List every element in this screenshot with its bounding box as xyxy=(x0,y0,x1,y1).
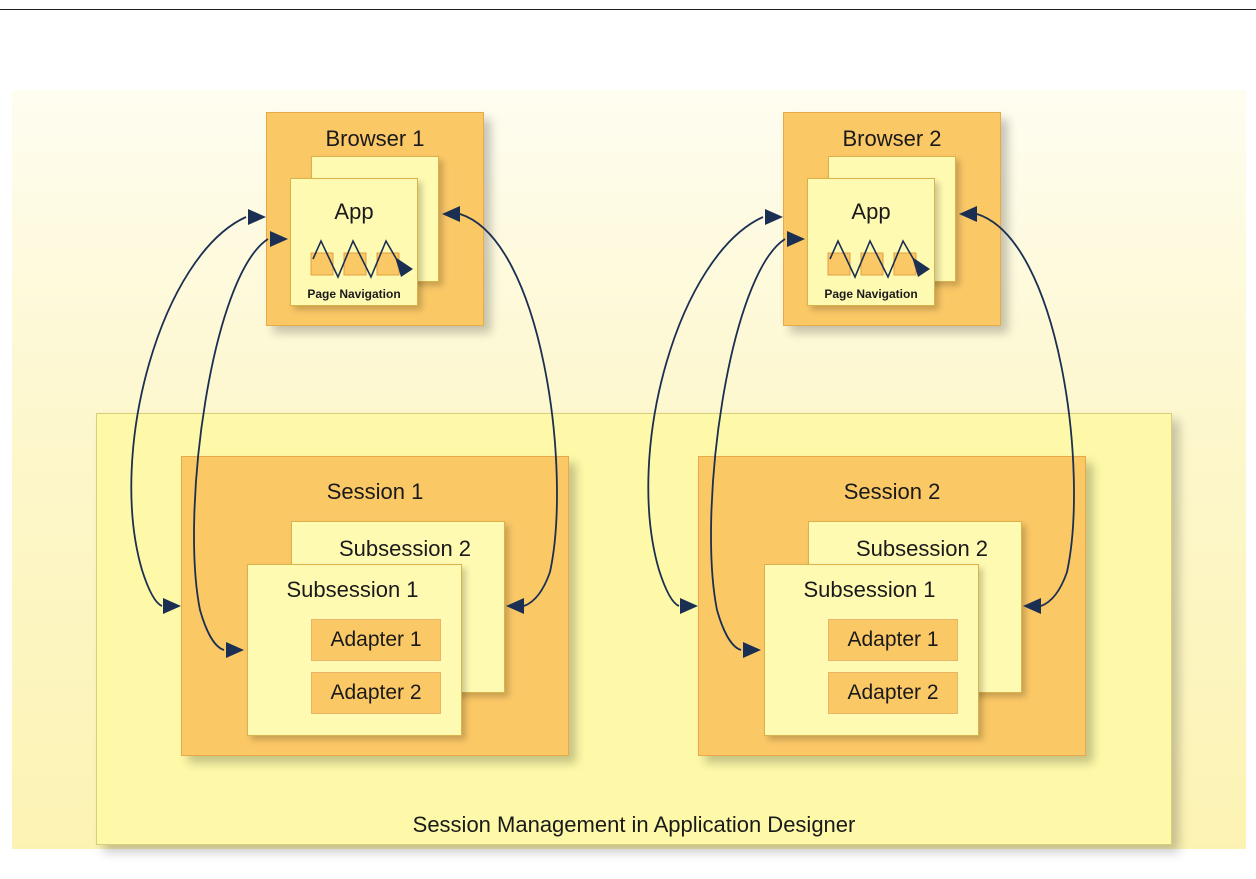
session-2-subsession-front-title: Subsession 1 xyxy=(803,577,936,602)
session-2-adapter-2: Adapter 2 xyxy=(828,672,958,714)
browser-2: Browser 2 App Page Navigation xyxy=(783,112,1001,326)
arrowhead-icon xyxy=(680,598,698,614)
arrowhead-icon xyxy=(743,642,761,658)
page-navigation-icon xyxy=(827,239,930,279)
session-2-subsession-back-title: Subsession 2 xyxy=(855,536,989,561)
arrowhead-icon xyxy=(765,209,783,225)
navigation-zigzag xyxy=(312,239,402,279)
arrow-browser1-subsession-left xyxy=(193,238,269,651)
arrow-browser1-session1-right xyxy=(459,213,558,607)
browser-2-app-label: App xyxy=(851,199,891,224)
arrowhead-icon xyxy=(787,231,805,247)
arrow-browser1-session1-left xyxy=(130,216,247,607)
navigation-arrowhead-icon xyxy=(912,257,930,277)
session-1-adapter-2: Adapter 2 xyxy=(311,672,441,714)
diagram-canvas: Session Management in Application Design… xyxy=(12,90,1246,849)
page-icon xyxy=(310,252,334,276)
session-1-title: Session 1 xyxy=(326,479,424,504)
session-1-adapter-1: Adapter 1 xyxy=(311,619,441,661)
arrowhead-icon xyxy=(270,231,288,247)
browser-1-app: App Page Navigation xyxy=(290,178,418,306)
arrowhead-icon xyxy=(248,209,266,225)
session-2-adapter-1-label: Adapter 1 xyxy=(847,628,939,651)
browser-1: Browser 1 App Page Navigation xyxy=(266,112,484,326)
session-1-subsession-front: Subsession 1 Adapter 1 Adapter 2 xyxy=(247,564,462,736)
browser-2-title: Browser 2 xyxy=(842,126,942,151)
session-1-subsession-front-title: Subsession 1 xyxy=(286,577,419,602)
browser-2-page-navigation-label: Page Navigation xyxy=(824,287,918,301)
arrowhead-icon xyxy=(226,642,244,658)
arrow-browser2-session2-right xyxy=(976,213,1075,607)
arrowhead-icon xyxy=(442,206,460,222)
arrowhead-icon xyxy=(1023,598,1041,614)
browser-2-app: App Page Navigation xyxy=(807,178,935,306)
session-2-title: Session 2 xyxy=(843,479,941,504)
session-2-subsession-front: Subsession 1 Adapter 1 Adapter 2 xyxy=(764,564,979,736)
top-rule xyxy=(0,9,1256,10)
browser-1-page-navigation-label: Page Navigation xyxy=(307,287,401,301)
connector-arrows xyxy=(130,206,1075,658)
session-2: Session 2 Subsession 2 Subsession 1 Adap… xyxy=(698,456,1086,756)
arrow-browser2-session2-left xyxy=(647,216,764,607)
session-1-subsession-back-title: Subsession 2 xyxy=(338,536,472,561)
arrowhead-icon xyxy=(959,206,977,222)
browser-1-app-label: App xyxy=(334,199,374,224)
session-2-adapter-1: Adapter 1 xyxy=(828,619,958,661)
diagram-caption: Session Management in Application Design… xyxy=(412,812,856,837)
arrowhead-icon xyxy=(163,598,181,614)
session-1: Session 1 Subsession 2 Subsession 1 Adap… xyxy=(181,456,569,756)
session-2-adapter-2-label: Adapter 2 xyxy=(847,681,939,704)
page-icon xyxy=(827,252,851,276)
session-1-adapter-1-label: Adapter 1 xyxy=(330,628,422,651)
page-navigation-icon xyxy=(310,239,413,279)
navigation-arrowhead-icon xyxy=(395,257,413,277)
arrow-browser2-subsession-left xyxy=(710,238,786,651)
browser-1-title: Browser 1 xyxy=(325,126,425,151)
navigation-zigzag xyxy=(829,239,919,279)
session-1-adapter-2-label: Adapter 2 xyxy=(330,681,422,704)
arrowhead-icon xyxy=(506,598,524,614)
